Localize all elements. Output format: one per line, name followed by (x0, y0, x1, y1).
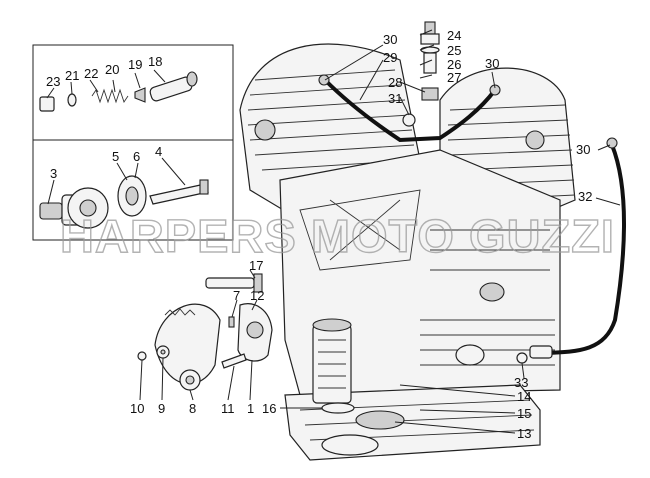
callout-20: 20 (105, 62, 119, 77)
callout-16: 16 (262, 401, 276, 416)
pin-7 (228, 316, 235, 328)
callout-3: 3 (50, 166, 57, 181)
callout-7: 7 (233, 288, 240, 303)
callout-27: 27 (447, 70, 461, 85)
callout-22: 22 (84, 66, 98, 81)
oil-filter (312, 318, 355, 414)
callout-12: 12 (250, 288, 264, 303)
callout-8: 8 (189, 401, 196, 416)
pump-cover (237, 303, 273, 362)
bolt-17 (205, 273, 263, 293)
callout-18: 18 (148, 54, 162, 69)
callout-14: 14 (517, 389, 531, 404)
callout-9: 9 (158, 401, 165, 416)
callout-30-hose: 30 (576, 142, 590, 157)
callout-10: 10 (130, 401, 144, 416)
callout-31: 31 (388, 91, 402, 106)
callout-26: 26 (447, 57, 461, 72)
callout-19: 19 (128, 57, 142, 72)
leader-lines (46, 29, 621, 434)
callout-13: 13 (517, 426, 531, 441)
inset-box-oil-pump (32, 139, 234, 241)
callout-29: 29 (383, 50, 397, 65)
washers-9-10 (137, 345, 170, 361)
bolt-11 (221, 353, 247, 369)
watermark-text: HARPERS MOTO GUZZI (60, 210, 615, 262)
callout-5: 5 (112, 149, 119, 164)
callout-30-right: 30 (485, 56, 499, 71)
callout-15: 15 (517, 406, 531, 421)
callout-32: 32 (578, 189, 592, 204)
callout-11: 11 (221, 401, 235, 416)
callout-4: 4 (155, 144, 162, 159)
callout-23: 23 (46, 74, 60, 89)
timing-gear-cover (154, 303, 221, 391)
callout-1: 1 (247, 401, 254, 416)
breather-pipe (318, 74, 501, 143)
callout-30: 30 (383, 32, 397, 47)
callout-labels: 30 29 24 25 26 27 28 31 30 23 21 22 20 1… (46, 28, 592, 441)
callout-25: 25 (447, 43, 461, 58)
callout-33: 33 (514, 375, 528, 390)
callout-17: 17 (249, 258, 263, 273)
callout-21: 21 (65, 68, 79, 83)
callout-24: 24 (447, 28, 461, 43)
callout-28: 28 (388, 75, 402, 90)
callout-6: 6 (133, 149, 140, 164)
oil-pressure-switch (402, 21, 440, 127)
